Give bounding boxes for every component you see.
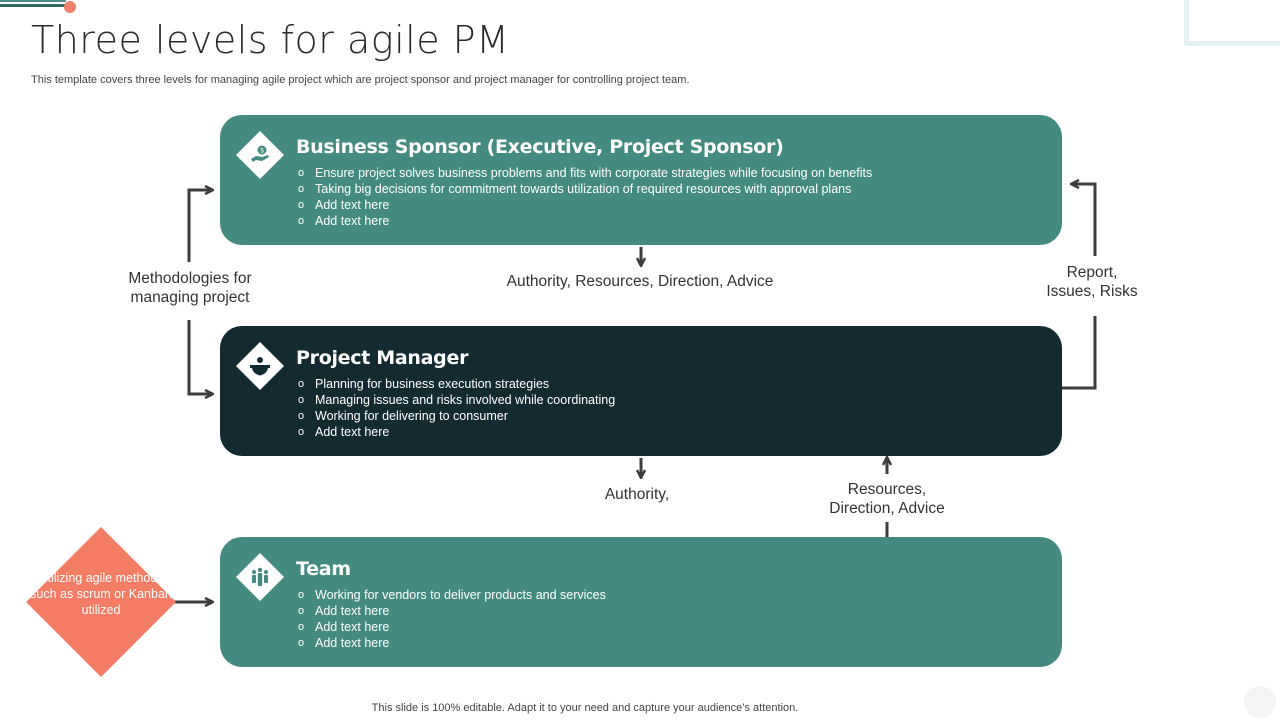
decor-dot (64, 1, 76, 13)
level-project-manager: Project Manager Planning for business ex… (220, 326, 1062, 456)
bullet-list: Working for vendors to deliver products … (296, 587, 606, 651)
level-title: Project Manager (296, 347, 469, 369)
list-item: Working for delivering to consumer (296, 408, 615, 424)
label-manager-to-team: Authority, (604, 486, 670, 503)
label-report-issues-risks: Report, Issues, Risks (1046, 264, 1138, 300)
note-text: Utilizing agile methods such as scrum or… (30, 571, 172, 617)
hand-money-icon: $ (235, 130, 285, 180)
manager-gear-icon (235, 341, 285, 391)
label-team-to-manager: Resources, Direction, Advice (829, 481, 945, 517)
list-item: Add text here (296, 635, 606, 651)
page-title: Three levels for agile PM (31, 18, 510, 62)
level-title: Business Sponsor (Executive, Project Spo… (296, 136, 784, 158)
bullet-list: Ensure project solves business problems … (296, 165, 872, 229)
list-item: Add text here (296, 424, 615, 440)
level-business-sponsor: $ Business Sponsor (Executive, Project S… (220, 115, 1062, 245)
team-people-icon (235, 552, 285, 602)
level-team: Team Working for vendors to deliver prod… (220, 537, 1062, 667)
label-methodologies: Methodologies for managing project (128, 270, 252, 306)
list-item: Add text here (296, 213, 872, 229)
label-sponsor-to-manager: Authority, Resources, Direction, Advice (506, 273, 774, 290)
list-item: Add text here (296, 197, 872, 213)
level-title: Team (296, 558, 351, 580)
list-item: Add text here (296, 619, 606, 635)
agile-methods-note: Utilizing agile methods such as scrum or… (26, 527, 176, 677)
decor-line (0, 4, 66, 7)
list-item: Taking big decisions for commitment towa… (296, 181, 872, 197)
list-item: Ensure project solves business problems … (296, 165, 872, 181)
decor-line (0, 0, 66, 2)
page-subtitle: This template covers three levels for ma… (31, 74, 690, 86)
footer-note: This slide is 100% editable. Adapt it to… (371, 702, 799, 714)
decor-frame (1184, 0, 1280, 46)
svg-text:$: $ (260, 149, 264, 155)
list-item: Add text here (296, 603, 606, 619)
bullet-list: Planning for business execution strategi… (296, 376, 615, 440)
list-item: Managing issues and risks involved while… (296, 392, 615, 408)
decor-circle (1244, 686, 1276, 718)
list-item: Planning for business execution strategi… (296, 376, 615, 392)
list-item: Working for vendors to deliver products … (296, 587, 606, 603)
